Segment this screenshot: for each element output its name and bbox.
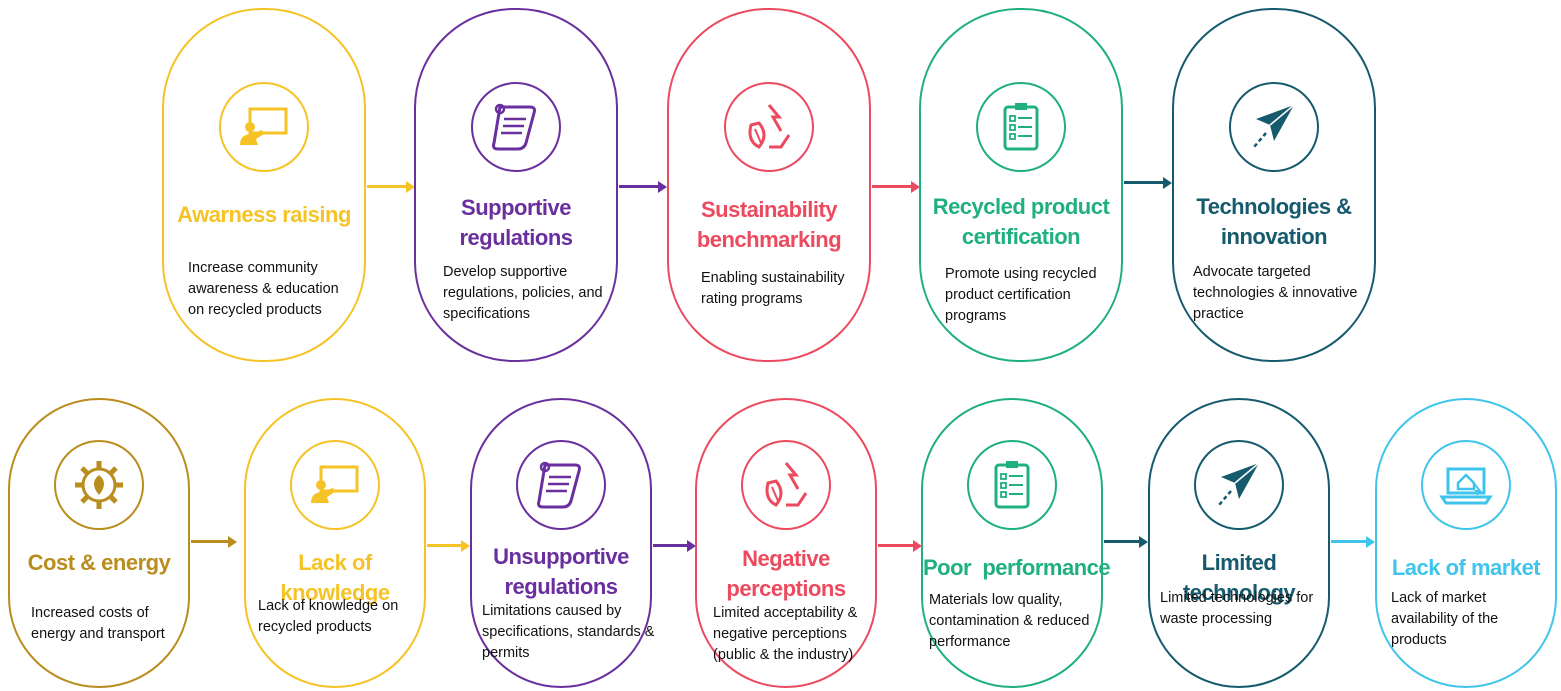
icon-circle bbox=[1421, 440, 1511, 530]
card-description: Limitations caused by specifications, st… bbox=[482, 603, 655, 661]
arrow bbox=[653, 539, 696, 552]
arrow bbox=[367, 180, 415, 193]
clipboard-checklist-icon bbox=[1003, 103, 1039, 151]
paper-plane-icon bbox=[1253, 104, 1295, 148]
card-title: Technologies & innovation bbox=[1196, 194, 1352, 249]
icon-circle bbox=[724, 82, 814, 172]
card-description: Materials low quality, contamination & r… bbox=[929, 592, 1090, 650]
bottom-card-unsupportive-regulations: Unsupportive regulations Limitations cau… bbox=[470, 398, 654, 688]
icon-circle bbox=[290, 440, 380, 530]
card-description: Advocate targeted technologies & innovat… bbox=[1193, 264, 1358, 322]
card-description: Lack of market availability of the produ… bbox=[1391, 590, 1499, 648]
teacher-board-icon bbox=[311, 465, 359, 503]
card-title: Negative perceptions bbox=[726, 546, 846, 601]
arrow bbox=[1331, 535, 1375, 548]
card-description: Limited technologies for waste processin… bbox=[1160, 590, 1314, 627]
scroll-icon bbox=[537, 461, 581, 509]
card-description: Increase community awareness & education… bbox=[188, 260, 339, 318]
bottom-card-cost-energy: Cost & energy Increased costs of energy … bbox=[8, 398, 190, 688]
arrow bbox=[872, 180, 920, 193]
clipboard-checklist-icon bbox=[994, 461, 1030, 509]
arrow bbox=[427, 539, 470, 552]
gear-leaf-icon bbox=[75, 461, 123, 509]
bottom-card-negative-perceptions: Negative perceptions Limited acceptabili… bbox=[695, 398, 877, 688]
icon-circle bbox=[54, 440, 144, 530]
icon-circle bbox=[1194, 440, 1284, 530]
card-description: Promote using recycled product certifica… bbox=[945, 266, 1097, 324]
icon-circle bbox=[516, 440, 606, 530]
top-card-supportive-regulations: Supportive regulations Develop supportiv… bbox=[414, 8, 618, 362]
card-title: Poor performance bbox=[923, 555, 1111, 580]
arrow bbox=[191, 535, 237, 548]
card-title: Lack of knowledge bbox=[280, 550, 390, 605]
icon-circle bbox=[741, 440, 831, 530]
icon-circle bbox=[1229, 82, 1319, 172]
paper-plane-icon bbox=[1218, 462, 1260, 506]
arrow bbox=[878, 539, 922, 552]
card-title: Limited technology bbox=[1182, 550, 1296, 605]
icon-circle bbox=[471, 82, 561, 172]
card-title: Cost & energy bbox=[27, 550, 171, 575]
card-description: Enabling sustainability rating programs bbox=[701, 270, 845, 307]
recycle-leaf-icon bbox=[765, 462, 808, 507]
top-card-awareness: Awarness raising Increase community awar… bbox=[162, 8, 366, 362]
top-card-sustainability-benchmarking: Sustainability benchmarking Enabling sus… bbox=[667, 8, 871, 362]
card-title: Supportive regulations bbox=[459, 195, 573, 250]
card-title: Sustainability benchmarking bbox=[696, 197, 842, 252]
card-title: Awarness raising bbox=[177, 202, 351, 227]
card-title: Recycled product certification bbox=[932, 194, 1110, 249]
top-card-technologies-innovation: Technologies & innovation Advocate targe… bbox=[1172, 8, 1376, 362]
top-card-recycled-product-certification: Recycled product certification Promote u… bbox=[919, 8, 1123, 362]
bottom-card-lack-of-market: Lack of market Lack of market availabili… bbox=[1375, 398, 1557, 688]
arrow bbox=[619, 180, 667, 193]
icon-circle bbox=[976, 82, 1066, 172]
card-description: Limited acceptability & negative percept… bbox=[713, 605, 858, 663]
icon-circle bbox=[219, 82, 309, 172]
bottom-card-poor-performance: Poor performance Materials low quality, … bbox=[921, 398, 1111, 688]
arrow bbox=[1104, 535, 1148, 548]
card-title: Lack of market bbox=[1391, 555, 1541, 580]
scroll-icon bbox=[492, 103, 536, 151]
card-description: Increased costs of energy and transport bbox=[31, 605, 165, 642]
card-title: Unsupportive regulations bbox=[493, 544, 629, 599]
laptop-house-icon bbox=[1439, 467, 1493, 505]
icon-circle bbox=[967, 440, 1057, 530]
teacher-board-icon bbox=[240, 107, 288, 145]
recycle-leaf-icon bbox=[748, 104, 791, 149]
card-description: Develop supportive regulations, policies… bbox=[443, 264, 603, 322]
bottom-card-lack-of-knowledge: Lack of knowledge Lack of knowledge on r… bbox=[244, 398, 426, 688]
arrow bbox=[1124, 176, 1172, 189]
bottom-card-limited-technology: Limited technology Limited technologies … bbox=[1148, 398, 1330, 688]
card-description: Lack of knowledge on recycled products bbox=[258, 598, 399, 635]
